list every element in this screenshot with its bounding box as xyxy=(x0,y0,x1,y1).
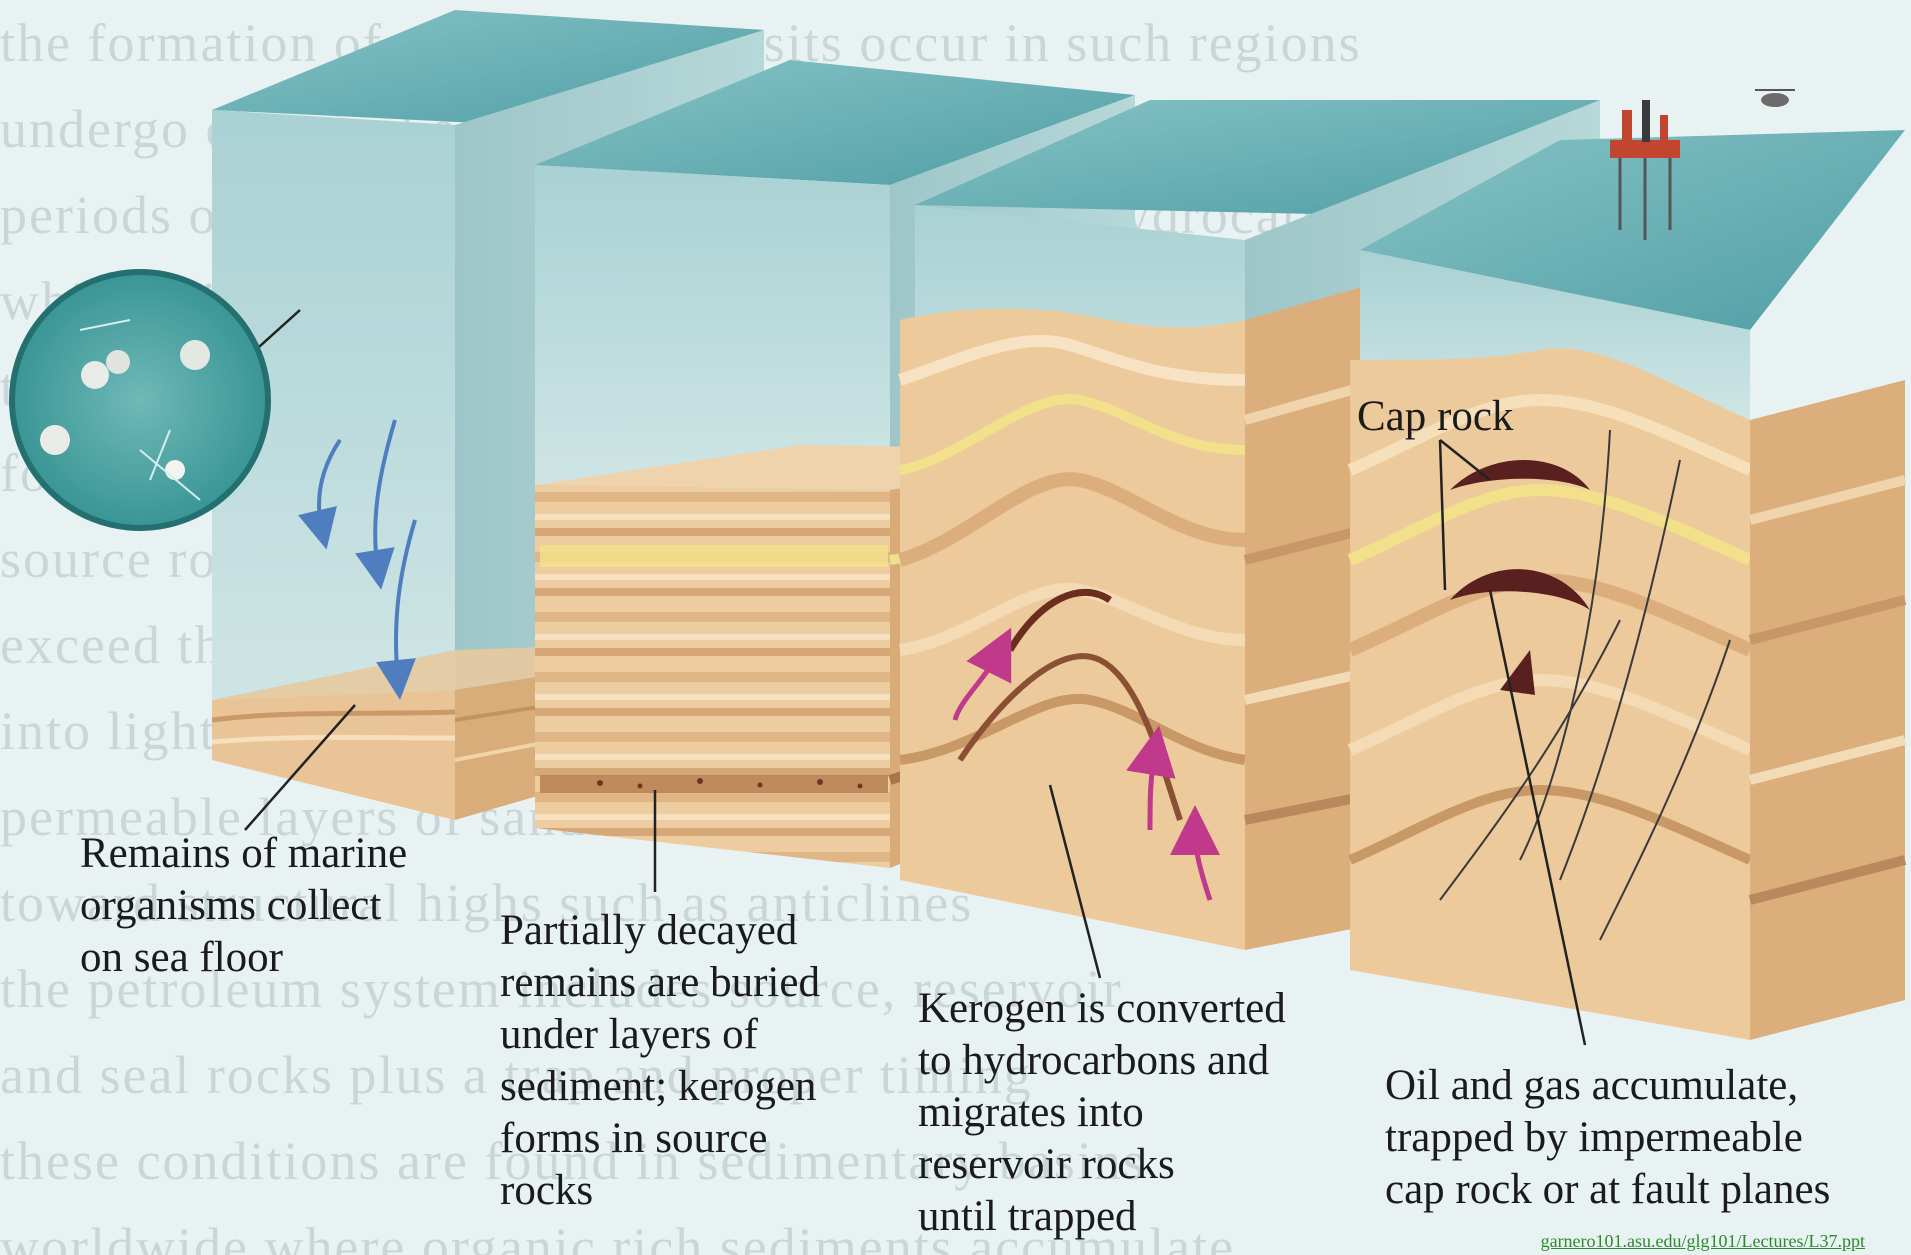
stage1-caption-line: organisms collect xyxy=(80,880,407,932)
stage3-caption-line: until trapped xyxy=(918,1191,1286,1243)
block1-sediment-front xyxy=(212,690,455,820)
stage4-caption-line: Oil and gas accumulate, xyxy=(1385,1060,1830,1112)
stage1-caption-line: on sea floor xyxy=(80,932,407,984)
block2-sediment-front xyxy=(535,485,890,868)
stage4-caption-line: trapped by impermeable xyxy=(1385,1112,1830,1164)
source-link[interactable]: garnero101.asu.edu/glg101/Lectures/L37.p… xyxy=(1541,1231,1865,1252)
oil-rig-icon xyxy=(1610,100,1680,240)
block-stage-4 xyxy=(1350,90,1905,1045)
stage1-caption-line: Remains of marine xyxy=(80,828,407,880)
block2-water-front xyxy=(535,165,890,490)
stage2-caption-line: sediment; kerogen xyxy=(500,1061,820,1113)
stage2-caption-line: Partially decayed xyxy=(500,905,820,957)
stage2-caption-line: remains are buried xyxy=(500,957,820,1009)
stage2-caption-line: forms in source xyxy=(500,1113,820,1165)
stage3-caption-line: migrates into xyxy=(918,1087,1286,1139)
stage4-caption-line: cap rock or at fault planes xyxy=(1385,1164,1830,1216)
stage3-caption-line: reservoir rocks xyxy=(918,1139,1286,1191)
stage3-caption-line: Kerogen is converted xyxy=(918,983,1286,1035)
stage2-caption-line: rocks xyxy=(500,1165,820,1217)
stage2-caption: Partially decayed remains are buried und… xyxy=(500,905,820,1217)
block4-sediment-front xyxy=(1350,348,1750,1040)
stage4-caption: Oil and gas accumulate, trapped by imper… xyxy=(1385,1060,1830,1216)
cap-rock-label: Cap rock xyxy=(1357,392,1513,441)
magnified-organisms-lens xyxy=(12,272,268,528)
stage3-caption-line: to hydrocarbons and xyxy=(918,1035,1286,1087)
helicopter-icon xyxy=(1755,90,1795,107)
stage3-caption: Kerogen is converted to hydrocarbons and… xyxy=(918,983,1286,1243)
stage1-caption: Remains of marine organisms collect on s… xyxy=(80,828,407,984)
stage2-caption-line: under layers of xyxy=(500,1009,820,1061)
block4-sediment-side xyxy=(1750,380,1905,1040)
